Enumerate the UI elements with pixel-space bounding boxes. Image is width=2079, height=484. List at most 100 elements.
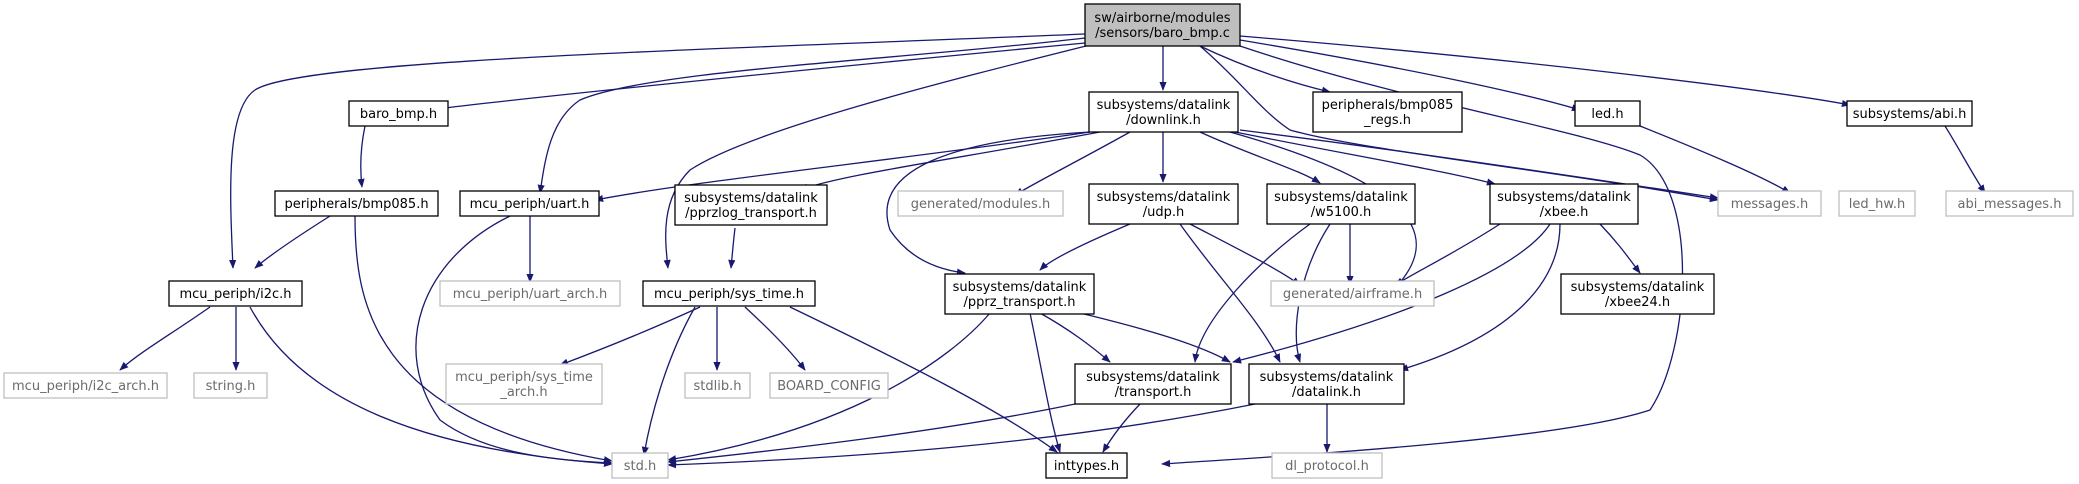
node-std-h[interactable]: std.h: [611, 452, 669, 479]
node-box: [1489, 183, 1639, 225]
node-label: string.h: [206, 379, 256, 394]
node-label: led.h: [1591, 107, 1623, 122]
node-bmp085-regs-h[interactable]: peripherals/bmp085_regs.h: [1312, 91, 1463, 133]
node-label: _arch.h: [499, 385, 547, 400]
edge-root-to-i2c-h: [229, 33, 1086, 269]
node-sys-time-h[interactable]: mcu_periph/sys_time.h: [642, 280, 816, 307]
edge-uart-to-std-h: [415, 215, 613, 467]
node-box: [439, 280, 621, 307]
node-box: [897, 190, 1064, 217]
edge-downlink-to-uart-h: [594, 131, 1091, 203]
edge-root-to-sys-time-h: [663, 44, 1091, 269]
edge-pprz-transport-to-transport-h: [1039, 312, 1111, 363]
node-label: subsystems/datalink: [1497, 190, 1631, 205]
node-label: /datalink.h: [1292, 385, 1361, 400]
node-box: [1945, 190, 2074, 217]
node-label: /xbee.h: [1540, 205, 1589, 220]
edge-root-to-baro-bmp-h: [404, 42, 1086, 116]
node-led-h[interactable]: led.h: [1574, 100, 1641, 127]
edge-downlink-to-xbee-h: [1234, 131, 1496, 186]
node-label: std.h: [624, 459, 657, 474]
node-box: [1560, 273, 1715, 315]
node-label: subsystems/datalink: [1097, 190, 1231, 205]
edge-downlink-to-generated-modules-h: [1014, 131, 1131, 196]
node-messages-h[interactable]: messages.h: [1717, 190, 1822, 217]
node-label: subsystems/datalink: [684, 191, 818, 206]
node-i2c-h[interactable]: mcu_periph/i2c.h: [168, 280, 303, 307]
node-transport-h[interactable]: subsystems/datalink/transport.h: [1074, 363, 1232, 405]
edge-sys-time-to-sys-time-arch-h: [559, 306, 701, 366]
node-box: [1846, 100, 1973, 127]
edge-bmp085-to-i2c-h: [254, 215, 331, 269]
node-datalink-h[interactable]: subsystems/datalink/datalink.h: [1248, 363, 1405, 405]
node-box: [1312, 91, 1463, 133]
node-label: messages.h: [1731, 197, 1809, 212]
node-box: [274, 190, 439, 217]
node-label: /sensors/baro_bmp.c: [1095, 26, 1230, 41]
node-label: /udp.h: [1143, 205, 1185, 220]
node-downlink-h[interactable]: subsystems/datalink/downlink.h: [1088, 91, 1239, 133]
node-generated-modules-h[interactable]: generated/modules.h: [897, 190, 1064, 217]
node-sys-time-arch-h[interactable]: mcu_periph/sys_time_arch.h: [445, 363, 603, 405]
node-box: [769, 372, 889, 399]
node-label: stdlib.h: [694, 379, 742, 394]
node-box: [1574, 100, 1641, 127]
node-box: [611, 452, 669, 479]
node-inttypes-h[interactable]: inttypes.h: [1045, 452, 1128, 479]
edge-root-to-uart-h: [537, 37, 1086, 194]
node-box: [1271, 452, 1383, 479]
node-box: [1045, 452, 1128, 479]
node-box: [684, 372, 751, 399]
edge-udp-to-pprz-transport-h: [1039, 223, 1131, 271]
node-label: sw/airborne/modules: [1094, 11, 1230, 26]
node-box: [168, 280, 303, 307]
edge-xbee-to-generated-airframe-h: [1394, 223, 1501, 286]
node-box: [642, 280, 816, 307]
node-udp-h[interactable]: subsystems/datalink/udp.h: [1088, 183, 1239, 225]
edge-transport-to-inttypes-h: [1102, 403, 1141, 453]
node-label: subsystems/datalink: [1097, 98, 1231, 113]
node-w5100-h[interactable]: subsystems/datalink/w5100.h: [1266, 183, 1416, 225]
edge-udp-to-datalink-h: [1179, 223, 1281, 363]
edge-abi-to-abi-messages-h: [1944, 125, 1986, 194]
node-string-h[interactable]: string.h: [193, 372, 268, 399]
node-i2c-arch-h[interactable]: mcu_periph/i2c_arch.h: [3, 372, 168, 399]
node-root-file[interactable]: sw/airborne/modules/sensors/baro_bmp.c: [1084, 3, 1241, 47]
node-generated-airframe-h[interactable]: generated/airframe.h: [1270, 280, 1435, 307]
node-xbee-h[interactable]: subsystems/datalink/xbee.h: [1489, 183, 1639, 225]
node-label: mcu_periph/sys_time.h: [654, 287, 804, 302]
node-stdlib-h[interactable]: stdlib.h: [684, 372, 751, 399]
edge-root-to-abi-h: [1239, 35, 1851, 108]
node-label: peripherals/bmp085.h: [284, 197, 428, 212]
node-led-hw-h[interactable]: led_hw.h: [1838, 190, 1916, 217]
node-xbee24-h[interactable]: subsystems/datalink/xbee24.h: [1560, 273, 1715, 315]
node-board-config[interactable]: BOARD_CONFIG: [769, 372, 889, 399]
edge-downlink-to-pprzlog-transport-h: [799, 131, 1101, 191]
node-label: mcu_periph/i2c.h: [179, 287, 291, 302]
node-bmp085-h[interactable]: peripherals/bmp085.h: [274, 190, 439, 217]
node-label: generated/modules.h: [911, 197, 1050, 212]
node-box: [944, 273, 1095, 315]
node-abi-messages-h[interactable]: abi_messages.h: [1945, 190, 2074, 217]
edge-w5100-to-transport-h: [1192, 223, 1311, 363]
node-baro-bmp-h[interactable]: baro_bmp.h: [348, 100, 449, 127]
node-abi-h[interactable]: subsystems/abi.h: [1846, 100, 1973, 127]
node-uart-h[interactable]: mcu_periph/uart.h: [459, 190, 600, 217]
edge-downlink-to-messages-h: [1239, 129, 1719, 201]
node-label: mcu_periph/uart_arch.h: [453, 287, 608, 302]
edge-sys-time-to-inttypes-h: [789, 306, 1058, 453]
node-label: /pprz_transport.h: [964, 295, 1076, 310]
node-box: [1088, 91, 1239, 133]
node-box: [1088, 183, 1239, 225]
edge-pprz-transport-to-inttypes-h: [1029, 312, 1062, 453]
node-pprzlog-transport-h[interactable]: subsystems/datalink/pprzlog_transport.h: [674, 184, 828, 226]
node-dl-protocol-h[interactable]: dl_protocol.h: [1271, 452, 1383, 479]
node-box: [1838, 190, 1916, 217]
node-pprz-transport-h[interactable]: subsystems/datalink/pprz_transport.h: [944, 273, 1095, 315]
node-label: subsystems/datalink: [1086, 370, 1220, 385]
node-label: /pprzlog_transport.h: [685, 206, 817, 221]
node-uart-arch-h[interactable]: mcu_periph/uart_arch.h: [439, 280, 621, 307]
edge-root-to-led-h: [1239, 39, 1581, 112]
node-label: led_hw.h: [1849, 197, 1905, 212]
